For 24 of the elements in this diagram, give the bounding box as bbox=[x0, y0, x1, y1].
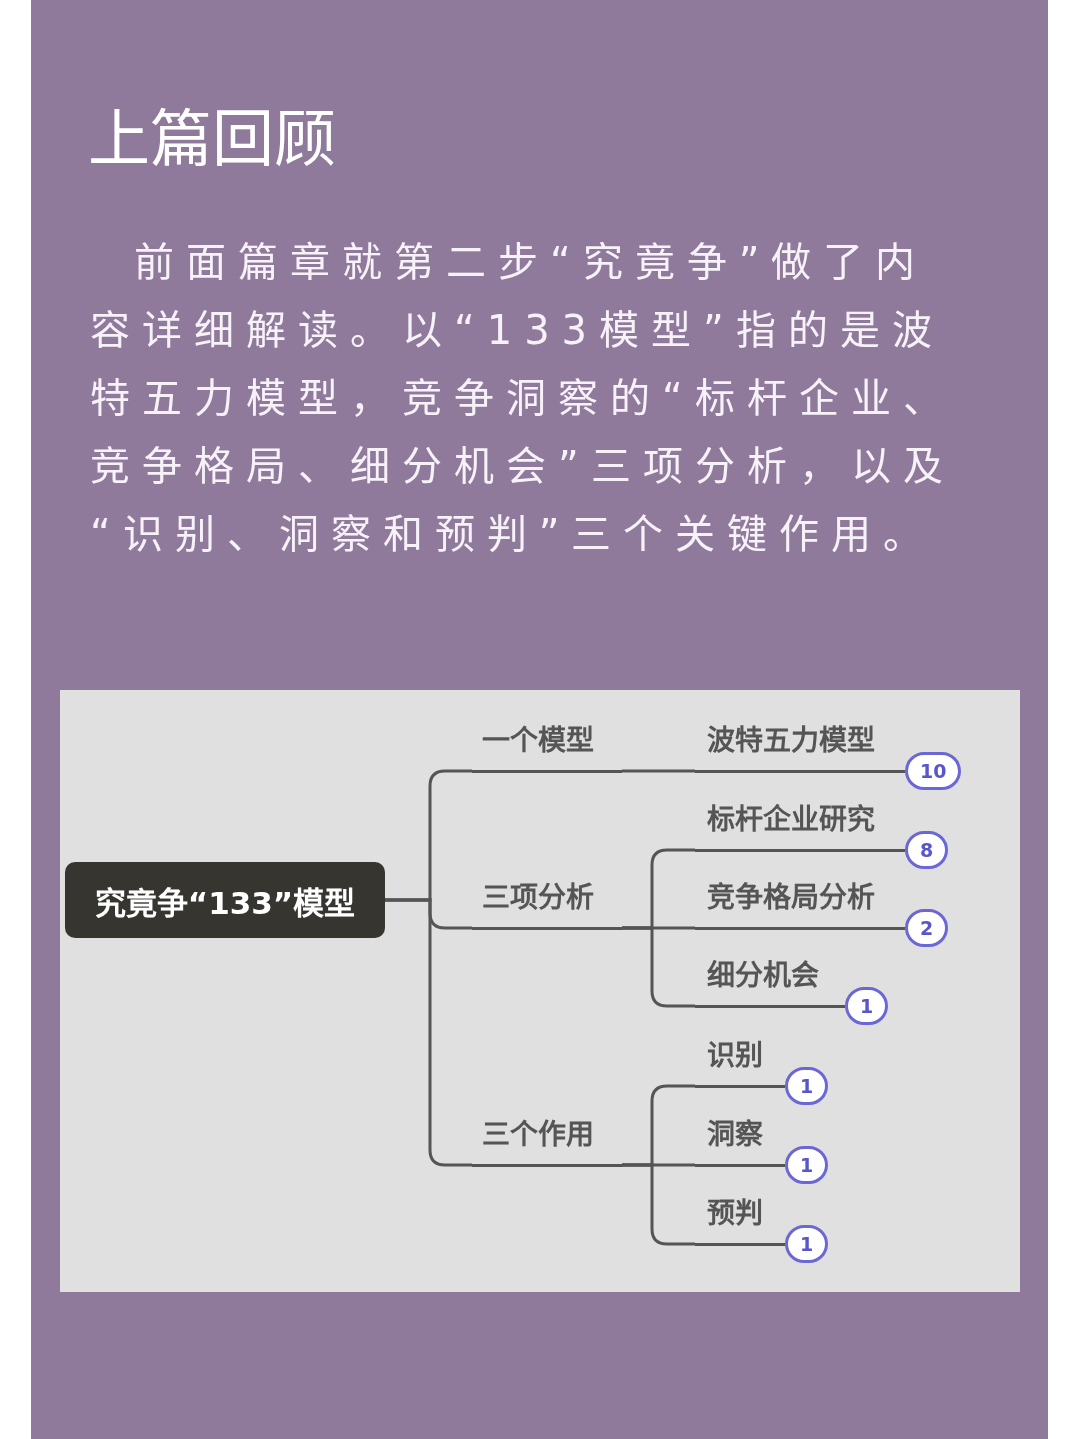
leaf-topic: 识别 bbox=[695, 1035, 785, 1088]
leaf-topic: 标杆企业研究 bbox=[695, 799, 905, 852]
count-badge: 1 bbox=[785, 1067, 829, 1105]
leaf-topic: 细分机会 bbox=[695, 955, 845, 1008]
count-badge: 1 bbox=[845, 987, 889, 1025]
leaf-topic: 波特五力模型 bbox=[695, 720, 905, 773]
heading: 上篇回顾 bbox=[88, 104, 336, 176]
leaf-topic: 预判 bbox=[695, 1193, 785, 1246]
count-badge: 10 bbox=[905, 752, 962, 790]
branch-line bbox=[622, 926, 695, 1008]
branch-topic: 三项分析 bbox=[472, 877, 622, 930]
leaf-topic: 洞察 bbox=[695, 1114, 785, 1167]
branch-line bbox=[622, 1163, 695, 1246]
count-badge: 2 bbox=[905, 909, 949, 947]
root-topic-box: 究竟争“133”模型 bbox=[65, 862, 385, 938]
leaf-topic: 竞争格局分析 bbox=[695, 877, 905, 930]
branch-topic: 三个作用 bbox=[472, 1114, 622, 1167]
branch-topic: 一个模型 bbox=[472, 720, 622, 773]
branch-line bbox=[385, 898, 472, 1167]
count-badge: 1 bbox=[785, 1146, 829, 1184]
count-badge: 1 bbox=[785, 1225, 829, 1263]
branch-line bbox=[622, 769, 695, 773]
body-paragraph: 前面篇章就第二步“究竟争”做了内容详细解读。以“133模型”指的是波特五力模型，竞争洞察的“标杆企业、竞争格局、细分机会”三项分析，以及“识别、洞察和预判”三个关键作用。 bbox=[90, 238, 956, 559]
count-badge: 8 bbox=[905, 831, 949, 869]
